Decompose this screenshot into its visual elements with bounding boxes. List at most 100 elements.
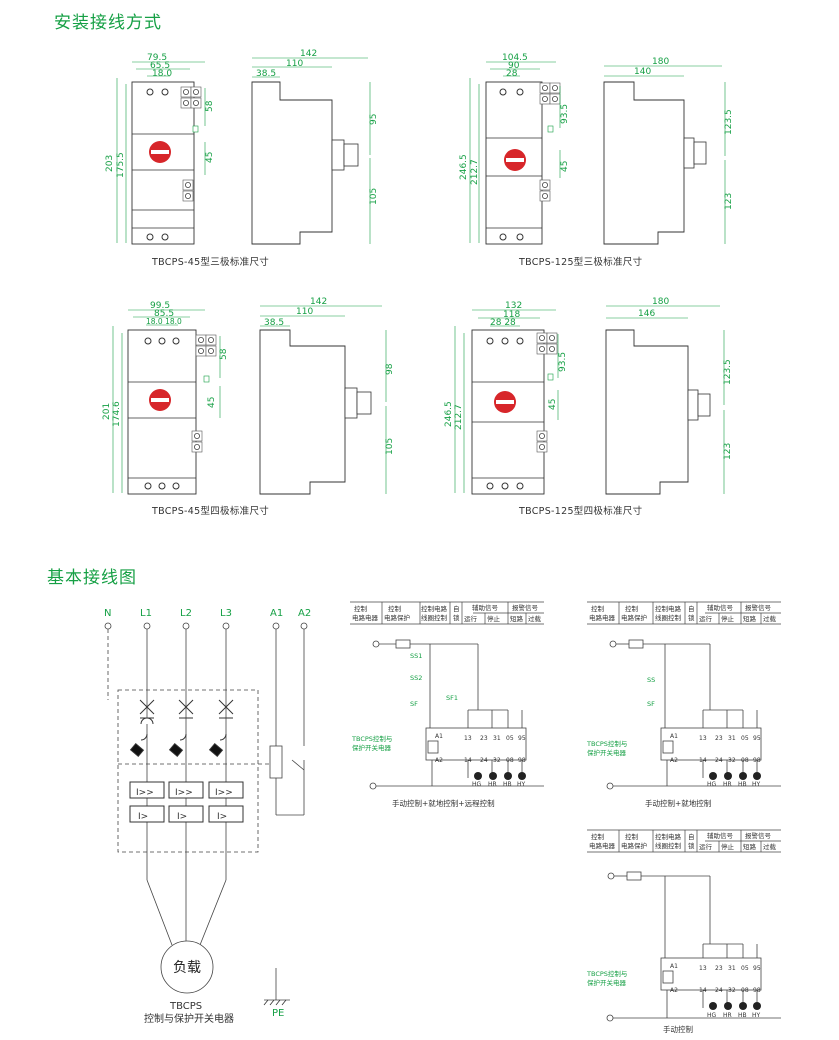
svg-text:23: 23 (715, 735, 723, 742)
svg-text:运行: 运行 (699, 614, 713, 623)
svg-text:85.5: 85.5 (154, 309, 174, 319)
svg-text:HY: HY (752, 1012, 761, 1019)
caption-125-3p: TBCPS-125型三极标准尺寸 (519, 257, 643, 268)
svg-text:08: 08 (741, 987, 749, 994)
svg-text:110: 110 (296, 307, 313, 317)
dim-side-total: 142 (300, 49, 317, 59)
svg-text:电路电器: 电路电器 (352, 613, 379, 622)
terminal-l1: L1 (140, 608, 152, 619)
svg-text:118: 118 (503, 310, 520, 320)
svg-text:控制: 控制 (625, 832, 639, 841)
svg-text:停止: 停止 (487, 614, 501, 623)
terminal-l3: L3 (220, 608, 232, 619)
dim-side-lower: 105 (369, 188, 379, 205)
svg-text:123.5: 123.5 (724, 109, 734, 135)
svg-text:I>: I> (217, 812, 227, 822)
svg-text:短路: 短路 (743, 842, 757, 851)
svg-text:18.0 18.0: 18.0 18.0 (146, 317, 182, 326)
install-section-title: 安装接线方式 (54, 13, 162, 33)
svg-text:38.5: 38.5 (264, 318, 284, 328)
svg-text:A1: A1 (670, 963, 678, 970)
dim-top: 58 (205, 100, 215, 112)
svg-text:I>: I> (177, 812, 187, 822)
svg-text:32: 32 (728, 987, 736, 994)
svg-text:辅助信号: 辅助信号 (472, 603, 499, 612)
svg-text:142: 142 (310, 297, 327, 307)
svg-text:23: 23 (480, 735, 488, 742)
svg-text:控制电路: 控制电路 (655, 832, 682, 841)
dim-front-inner: 65.5 (150, 61, 170, 71)
svg-text:104.5: 104.5 (502, 53, 528, 63)
svg-text:HG: HG (707, 1012, 717, 1019)
svg-text:24: 24 (715, 987, 723, 994)
svg-text:05: 05 (506, 735, 514, 742)
svg-text:90: 90 (508, 61, 520, 71)
svg-text:28 28: 28 28 (490, 318, 516, 328)
svg-text:控制: 控制 (388, 604, 402, 613)
svg-text:锁: 锁 (688, 613, 695, 622)
device-desc: 控制与保护开关电器 (144, 1012, 234, 1025)
svg-text:201: 201 (102, 403, 112, 420)
load-label: 负载 (173, 960, 201, 976)
svg-text:180: 180 (652, 57, 669, 67)
svg-text:HR: HR (723, 1012, 732, 1019)
svg-text:报警信号: 报警信号 (745, 831, 772, 840)
svg-text:SS1: SS1 (410, 652, 422, 660)
svg-text:45: 45 (207, 397, 217, 408)
svg-text:123.5: 123.5 (723, 359, 733, 385)
svg-text:过载: 过载 (763, 842, 777, 851)
svg-text:HB: HB (503, 781, 512, 788)
svg-text:08: 08 (741, 757, 749, 764)
svg-text:246.5: 246.5 (444, 401, 454, 427)
svg-text:电路保护: 电路保护 (621, 613, 647, 622)
svg-text:24: 24 (480, 757, 488, 764)
dim-front-pitch: 18.0 (152, 69, 172, 79)
svg-text:控制: 控制 (591, 604, 605, 613)
terminal-l2: L2 (180, 608, 192, 619)
svg-text:I>>: I>> (175, 788, 193, 798)
svg-text:95: 95 (753, 965, 761, 972)
svg-text:控制: 控制 (591, 832, 605, 841)
svg-text:31: 31 (728, 735, 736, 742)
svg-text:45: 45 (548, 399, 558, 410)
svg-text:08: 08 (506, 757, 514, 764)
svg-text:23: 23 (715, 965, 723, 972)
svg-text:05: 05 (741, 965, 749, 972)
side-view-125-4p: 180 146 123.5 123 (605, 297, 733, 495)
caption-45-4p: TBCPS-45型四极标准尺寸 (152, 506, 270, 517)
terminal-n: N (104, 608, 111, 619)
svg-text:停止: 停止 (721, 614, 735, 623)
svg-text:自: 自 (688, 832, 695, 841)
svg-text:HY: HY (752, 781, 761, 788)
svg-text:123: 123 (724, 193, 734, 210)
svg-text:140: 140 (634, 67, 651, 77)
svg-text:SF: SF (410, 700, 418, 708)
svg-text:TBCPS控制与: TBCPS控制与 (351, 734, 392, 743)
svg-text:105: 105 (385, 438, 395, 455)
svg-text:146: 146 (638, 309, 655, 319)
caption-125-4p: TBCPS-125型四极标准尺寸 (519, 506, 643, 517)
svg-text:13: 13 (699, 735, 707, 742)
front-view-45-4p: 99.5 85.5 18.0 18.0 201 174.6 58 45 (102, 301, 229, 495)
svg-text:95: 95 (518, 735, 526, 742)
svg-text:运行: 运行 (464, 614, 478, 623)
svg-text:93.5: 93.5 (558, 352, 568, 372)
svg-text:123: 123 (723, 443, 733, 460)
svg-text:HG: HG (472, 781, 482, 788)
svg-text:过载: 过载 (528, 614, 542, 623)
svg-text:A2: A2 (670, 757, 678, 764)
svg-text:98: 98 (518, 757, 526, 764)
svg-text:32: 32 (493, 757, 501, 764)
front-view-45-3p (116, 61, 206, 245)
svg-text:174.6: 174.6 (112, 401, 122, 427)
caption-control-2: 手动控制+就地控制 (645, 798, 711, 808)
svg-text:32: 32 (728, 757, 736, 764)
svg-text:14: 14 (699, 757, 707, 764)
terminal-a1: A1 (270, 608, 283, 619)
svg-text:线圈控制: 线圈控制 (655, 613, 682, 622)
svg-text:13: 13 (464, 735, 472, 742)
svg-text:电路电器: 电路电器 (589, 613, 616, 622)
svg-text:14: 14 (464, 757, 472, 764)
svg-text:自: 自 (453, 604, 460, 613)
wiring-section-title: 基本接线图 (47, 568, 137, 588)
